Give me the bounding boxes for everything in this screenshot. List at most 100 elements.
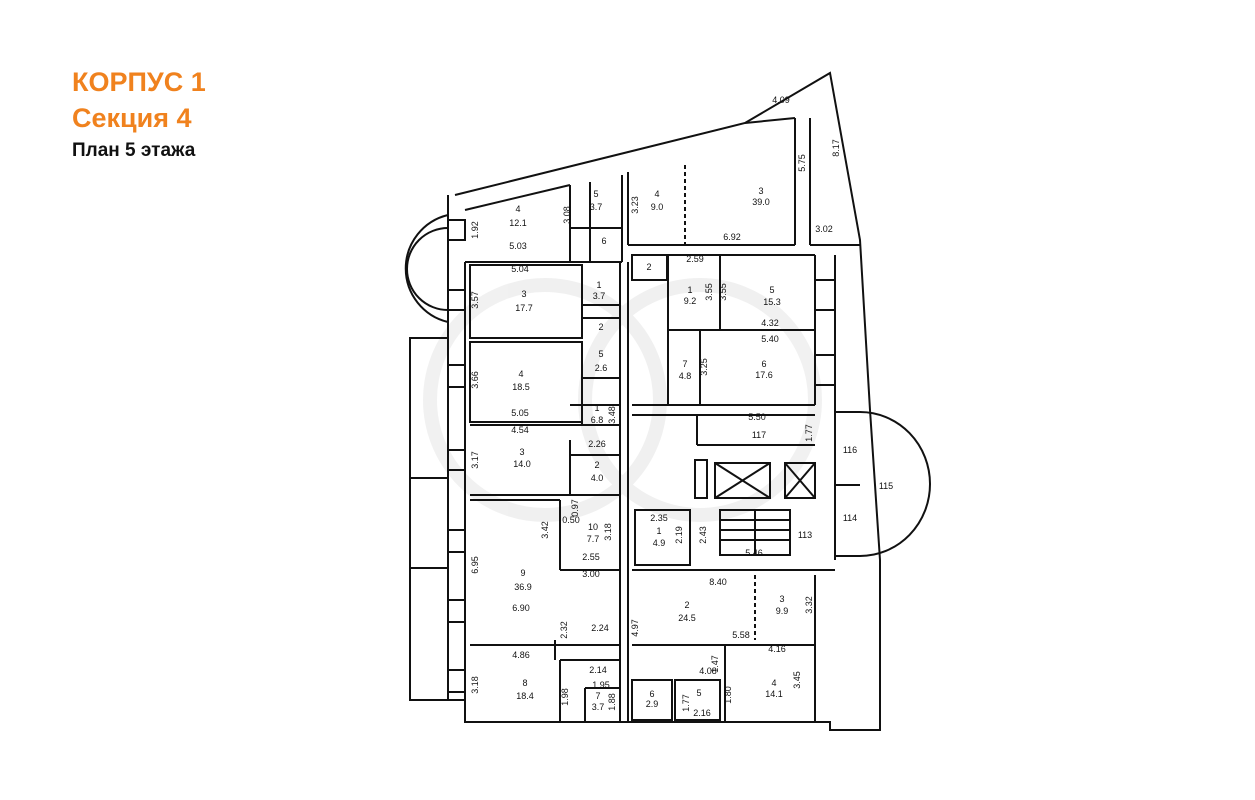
plan-label: 3 [758, 186, 763, 196]
plan-label: 3 [519, 447, 524, 457]
plan-label: 5.40 [761, 334, 779, 344]
plan-label: 2.6 [595, 363, 608, 373]
plan-label: 5.46 [745, 548, 763, 558]
plan-label: 5.50 [748, 412, 766, 422]
plan-label: 114 [843, 513, 857, 523]
plan-label: 7 [595, 691, 600, 701]
plan-label: 2.32 [559, 621, 569, 639]
plan-label: 3.08 [562, 206, 572, 224]
plan-label: 117 [752, 430, 766, 440]
plan-label: 5.58 [732, 630, 750, 640]
plan-label: 2 [684, 600, 689, 610]
plan-label: 3.32 [804, 596, 814, 614]
plan-label: 9.9 [776, 606, 789, 616]
plan-label: 4 [771, 678, 776, 688]
plan-label: 2.59 [686, 254, 704, 264]
plan-label: 6.8 [591, 415, 604, 425]
plan-label: 3.57 [470, 291, 480, 309]
plan-label: 1.98 [560, 688, 570, 706]
plan-label: 3 [779, 594, 784, 604]
plan-label: 6 [649, 689, 654, 699]
plan-label: 39.0 [752, 197, 770, 207]
plan-label: 3.55 [704, 283, 714, 301]
title-block: КОРПУС 1 Секция 4 План 5 этажа [72, 64, 206, 166]
plan-label: 4 [518, 369, 523, 379]
plan-label: 8.17 [831, 139, 841, 157]
plan-label: 2.14 [589, 665, 607, 675]
building-title: КОРПУС 1 [72, 67, 206, 97]
outer-wall [409, 71, 881, 731]
plan-label: 1.47 [710, 655, 720, 673]
plan-label: 3.23 [630, 196, 640, 214]
plan-label: 2.19 [674, 526, 684, 544]
plan-label: 5.05 [511, 408, 529, 418]
plan-label: 3.00 [582, 569, 600, 579]
plan-label: 3.7 [590, 202, 603, 212]
plan-label: 2.24 [591, 623, 609, 633]
plan-label: 116 [843, 445, 857, 455]
plan-label: 2 [646, 262, 651, 272]
plan-label: 4.32 [761, 318, 779, 328]
plan-label: 18.4 [516, 691, 534, 701]
plan-label: 3.18 [603, 523, 613, 541]
plan-label: 17.6 [755, 370, 773, 380]
plan-label: 8 [522, 678, 527, 688]
plan-label: 9 [520, 568, 525, 578]
plan-label: 1.77 [681, 694, 691, 712]
plan-label: 10 [588, 522, 598, 532]
plan-label: 3.48 [607, 406, 617, 424]
plan-label: 6 [601, 236, 606, 246]
plan-label: 2.16 [693, 708, 711, 718]
plan-label: 36.9 [514, 582, 532, 592]
plan-label: 2.9 [646, 699, 659, 709]
plan-label: 4.9 [653, 538, 666, 548]
plan-label: 4.08 [699, 666, 717, 676]
plan-label: 1.95 [592, 680, 610, 690]
plan-label: 12.1 [509, 218, 527, 228]
plan-label: 4.16 [768, 644, 786, 654]
plan-label: 2.55 [582, 552, 600, 562]
floor-plan-title: План 5 этажа [72, 140, 196, 161]
plan-label: 113 [798, 530, 812, 540]
plan-label: 6.90 [512, 603, 530, 613]
plan-label: 4.09 [772, 95, 790, 105]
plan-label: 2.43 [698, 526, 708, 544]
plan-label: 6.92 [723, 232, 741, 242]
plan-label: 2 [598, 322, 603, 332]
plan-label: 7.7 [587, 534, 600, 544]
plan-label: 4.54 [511, 425, 529, 435]
plan-label: 24.5 [678, 613, 696, 623]
plan-label: 3.02 [815, 224, 833, 234]
plan-label: 4.86 [512, 650, 530, 660]
plan-label: 5 [598, 349, 603, 359]
plan-label: 9.2 [684, 296, 697, 306]
plan-label: 3.7 [593, 291, 606, 301]
plan-label: 1 [687, 285, 692, 295]
plan-label: 115 [879, 481, 893, 491]
plan-label: 2.35 [650, 513, 668, 523]
plan-label: 1 [596, 280, 601, 290]
plan-label: 4 [515, 204, 520, 214]
plan-label: 3.17 [470, 451, 480, 469]
plan-label: 8.40 [709, 577, 727, 587]
plan-label: 5.04 [511, 264, 529, 274]
plan-label: 6 [761, 359, 766, 369]
plan-label: 15.3 [763, 297, 781, 307]
plan-label: 3.42 [540, 521, 550, 539]
watermark [423, 278, 822, 522]
plan-label: 1 [656, 526, 661, 536]
plan-label: 14.1 [765, 689, 783, 699]
plan-label: 1 [594, 403, 599, 413]
plan-label: 3.18 [470, 676, 480, 694]
plan-label: 5.03 [509, 241, 527, 251]
plan-label: 18.5 [512, 382, 530, 392]
plan-label: 3 [521, 289, 526, 299]
plan-label: 14.0 [513, 459, 531, 469]
plan-label: 9.0 [651, 202, 664, 212]
plan-label: 1.92 [470, 221, 480, 239]
section-title: Секция 4 [72, 103, 192, 133]
plan-label: 6.95 [470, 556, 480, 574]
plan-label: 1.77 [804, 424, 814, 442]
plan-label: 3.25 [699, 358, 709, 376]
plan-label: 7 [682, 359, 687, 369]
